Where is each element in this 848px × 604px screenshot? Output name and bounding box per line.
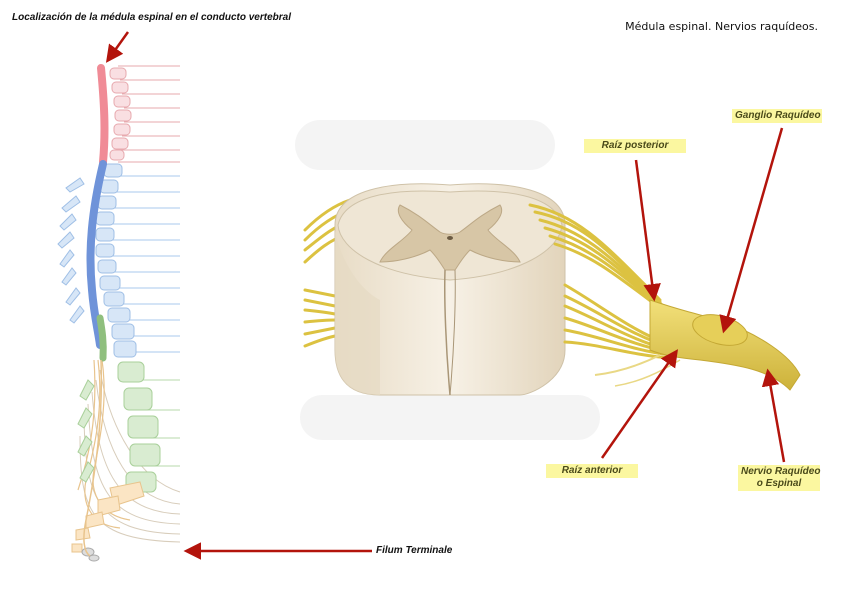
arrow-icon [761,368,786,463]
label-nervio-line1: Nervio Raquídeo [741,466,821,477]
annotation-arrows [105,31,786,560]
coccyx [81,547,100,562]
label-raiz-posterior: Raíz posterior [584,139,686,153]
lumbar-vertebrae [77,361,161,493]
arrow-icon [719,127,784,334]
label-ganglio-raquideo: Ganglio Raquídeo [732,109,822,123]
label-filum-terminale: Filum Terminale [376,545,453,556]
label-localizacion: Localización de la médula espinal en el … [12,12,291,23]
cord-cross-section [295,120,801,440]
arrow-icon [600,349,679,459]
spinal-cord-column [83,64,109,557]
page-title: Médula espinal. Nervios raquídeos. [625,20,818,33]
arrow-icon [105,31,130,63]
cervical-vertebrae [109,67,132,161]
cord-body [334,183,566,396]
label-nervio-line2: o Espinal [756,478,802,489]
label-nervio-raquideo: Nervio Raquídeo o Espinal [738,465,820,491]
arrow-icon [634,159,661,302]
vertebral-column [57,64,181,562]
sacrum [71,481,145,553]
label-raiz-anterior: Raíz anterior [546,464,638,478]
